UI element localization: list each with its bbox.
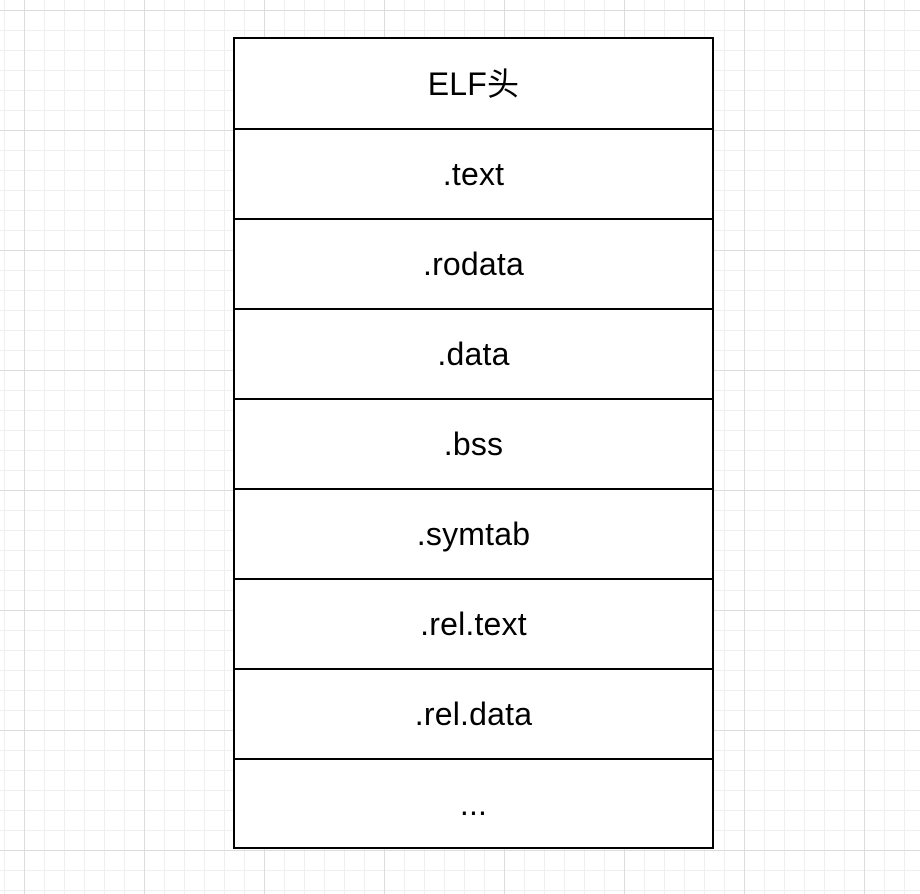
section-label: .rodata — [422, 246, 525, 282]
section-rel-data: .rel.data — [235, 668, 712, 758]
section-text: .text — [235, 128, 712, 218]
section-bss: .bss — [235, 398, 712, 488]
section-label: .rel.text — [420, 606, 527, 642]
section-label: ... — [459, 785, 488, 822]
section-label: ELF头 — [427, 65, 520, 102]
elf-section-stack: ELF头 .text .rodata .data .bss .symtab .r… — [233, 37, 714, 849]
section-rel-text: .rel.text — [235, 578, 712, 668]
section-data: .data — [235, 308, 712, 398]
section-label: .text — [442, 156, 505, 192]
section-label: .symtab — [416, 516, 531, 552]
section-elf-header: ELF头 — [235, 39, 712, 128]
section-label: .data — [437, 336, 510, 372]
section-rodata: .rodata — [235, 218, 712, 308]
section-ellipsis: ... — [235, 758, 712, 847]
section-symtab: .symtab — [235, 488, 712, 578]
section-label: .bss — [443, 426, 504, 462]
section-label: .rel.data — [414, 696, 533, 732]
